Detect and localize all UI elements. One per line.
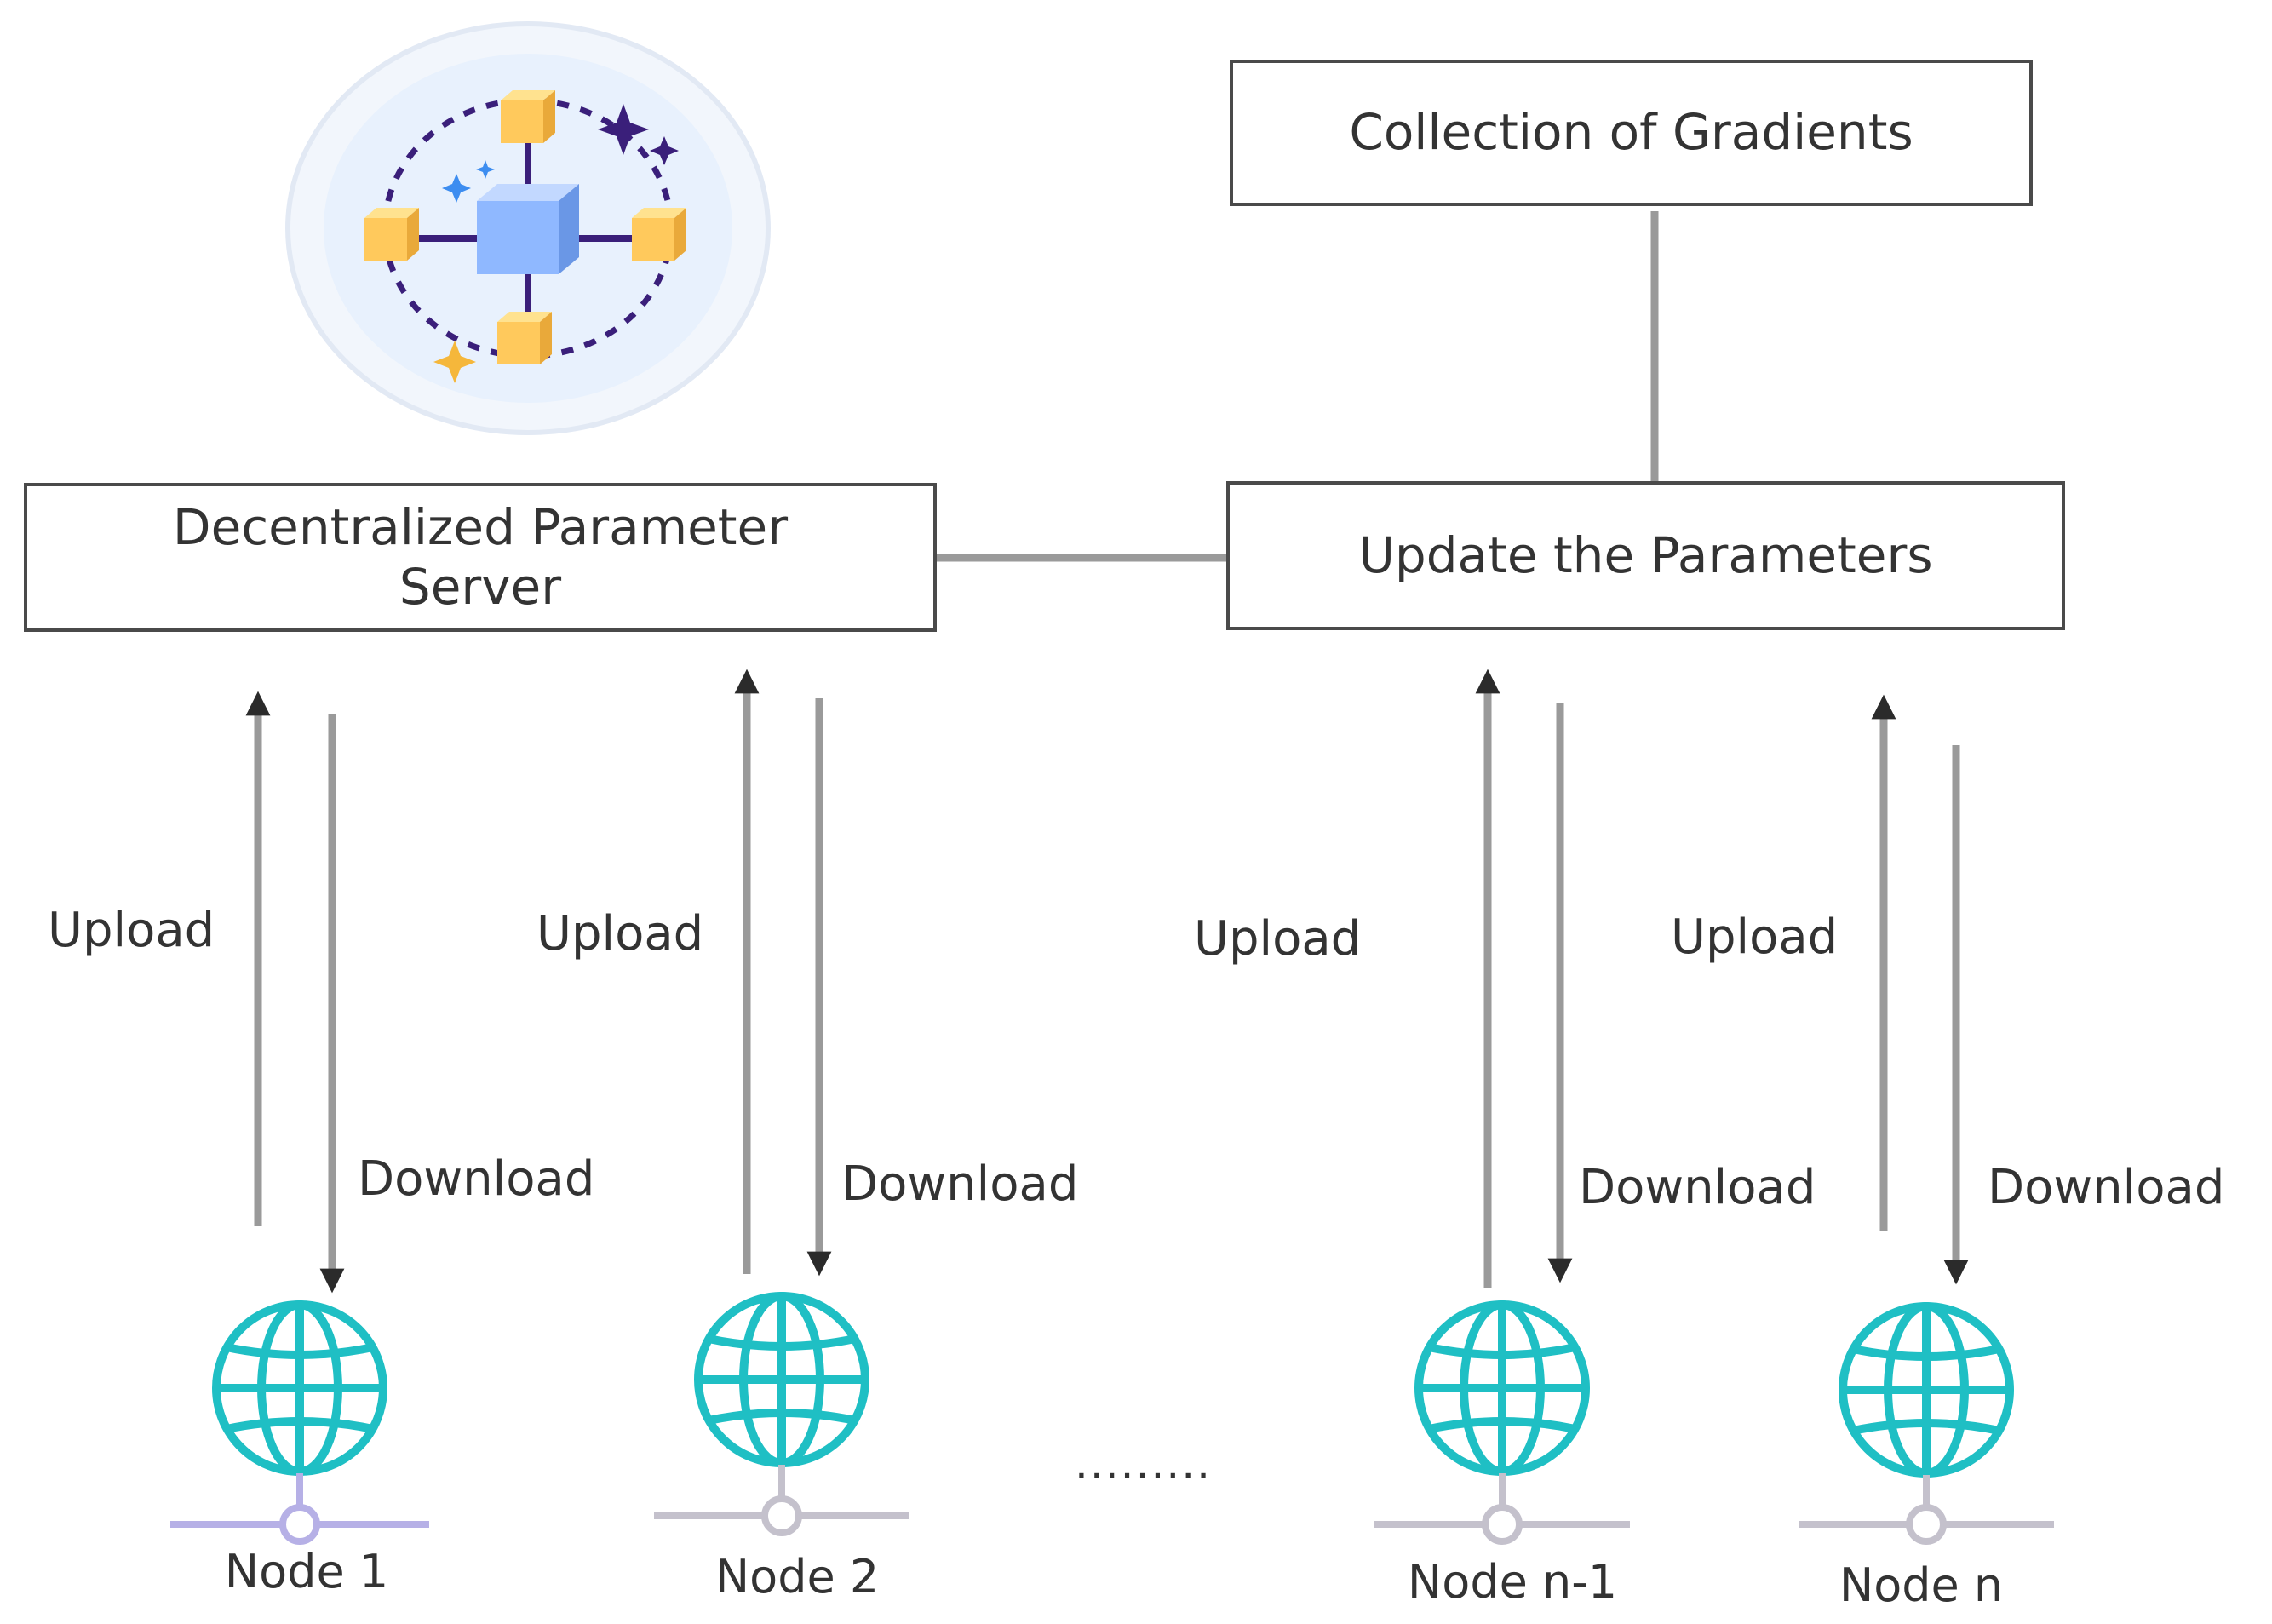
download-label-node-2: Download [841, 1156, 1079, 1212]
sparkle-icon [598, 104, 649, 155]
collection-of-gradients-label: Collection of Gradients [1349, 103, 1913, 162]
node-1-label: Node 1 [224, 1545, 389, 1598]
download-label-node-1: Download [358, 1151, 595, 1207]
decentralized-network-icon [285, 21, 771, 435]
cube-center-icon [477, 184, 579, 274]
server-label-line-1: Decentralized Parameter [172, 497, 789, 556]
upload-label-node-n-1: Upload [1194, 911, 1362, 967]
upload-label-node-2: Upload [536, 906, 704, 961]
download-label-node-n: Download [1988, 1160, 2225, 1215]
upload-label-node-n: Upload [1671, 910, 1839, 965]
globe-node-2-icon [654, 1292, 909, 1536]
nodes-ellipsis: ......... [1075, 1439, 1213, 1489]
globe-node-n-1-icon [1374, 1300, 1630, 1545]
decentralized-parameter-server-box: Decentralized Parameter Server [24, 483, 937, 632]
download-label-node-n-1: Download [1579, 1160, 1816, 1215]
node-n-label: Node n [1839, 1558, 2004, 1612]
sparkle-icon [433, 341, 476, 383]
sparkle-icon [650, 136, 679, 165]
server-label-line-2: Server [399, 557, 562, 616]
update-the-parameters-label: Update the Parameters [1358, 525, 1933, 584]
cube-bottom-icon [497, 312, 552, 364]
node-n-1-label: Node n-1 [1407, 1555, 1618, 1609]
upload-label-node-1: Upload [48, 903, 215, 958]
globe-node-1-icon [170, 1300, 429, 1545]
cube-top-icon [501, 90, 555, 143]
update-the-parameters-box: Update the Parameters [1226, 481, 2065, 630]
collection-of-gradients-box: Collection of Gradients [1230, 60, 2033, 206]
globe-node-n-icon [1799, 1302, 2054, 1545]
sparkle-icon [476, 160, 495, 179]
decentralized-parameter-server-label: Decentralized Parameter Server [173, 498, 788, 617]
sparkle-icon [442, 174, 471, 203]
node-2-label: Node 2 [714, 1550, 880, 1604]
cube-left-icon [364, 208, 419, 261]
cube-right-icon [632, 208, 686, 261]
